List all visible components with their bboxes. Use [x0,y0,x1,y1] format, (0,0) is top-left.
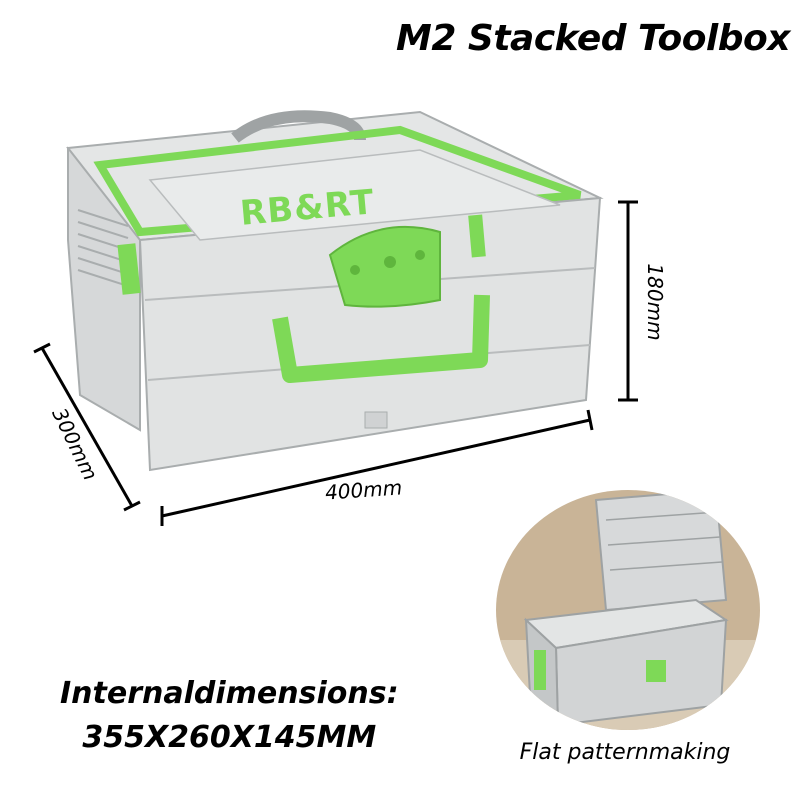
internal-dimensions-label: Internaldimensions: [60,676,399,711]
height-dimension-label: 180mm [643,263,667,341]
internal-dimensions: Internaldimensions: 355X260X145MM [60,672,399,760]
page-title: M2 Stacked Toolbox [396,18,791,59]
internal-dimensions-value: 355X260X145MM [82,720,377,755]
inset-photo [496,490,760,730]
inset-caption: Flat patternmaking [519,740,731,765]
